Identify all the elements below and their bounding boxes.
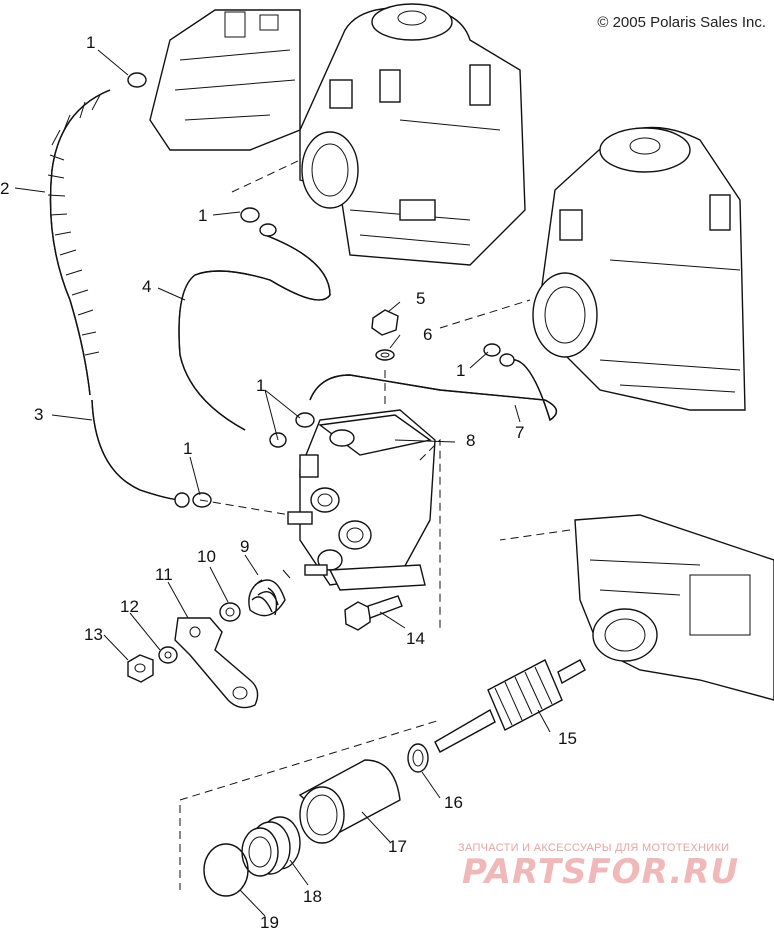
callout-15: 15 bbox=[558, 729, 577, 748]
hose-corrugated bbox=[47, 89, 111, 396]
callout-2: 2 bbox=[0, 179, 10, 198]
callout-1: 1 bbox=[256, 376, 266, 395]
callout-6: 6 bbox=[423, 325, 433, 344]
carburetor-right bbox=[532, 126, 746, 411]
callout-9: 9 bbox=[240, 537, 250, 556]
callout-14: 14 bbox=[406, 629, 425, 648]
watermark-tagline: ЗАПЧАСТИ И АКСЕССУАРЫ ДЛЯ МОТОТЕХНИКИ bbox=[458, 842, 730, 854]
copyright-notice: © 2005 Polaris Sales Inc. bbox=[597, 14, 766, 31]
callout-1: 1 bbox=[198, 206, 208, 225]
callout-4: 4 bbox=[142, 277, 152, 296]
callout-16: 16 bbox=[444, 793, 463, 812]
callout-19: 19 bbox=[260, 913, 279, 932]
callout-3: 3 bbox=[34, 405, 44, 424]
spring bbox=[248, 569, 291, 617]
callout-1: 1 bbox=[456, 361, 466, 380]
hose-3 bbox=[91, 399, 183, 501]
oil-pump bbox=[287, 409, 436, 591]
carburetor-upper bbox=[299, 3, 526, 266]
o-ring-16 bbox=[407, 743, 429, 773]
callout-10: 10 bbox=[197, 547, 216, 566]
assembly-boundary-lines bbox=[179, 159, 571, 890]
cylinder-sleeve bbox=[298, 759, 401, 844]
banjo-bolt-and-washer bbox=[371, 309, 399, 361]
leader-lines bbox=[14, 49, 551, 917]
callout-11: 11 bbox=[155, 565, 173, 584]
washer-12 bbox=[158, 646, 178, 664]
hose-clamps bbox=[127, 72, 515, 508]
callout-1: 1 bbox=[183, 439, 193, 458]
hose-4 bbox=[178, 234, 331, 431]
hose-7 bbox=[309, 359, 558, 422]
drive-shaft-gear bbox=[434, 659, 586, 753]
callout-12: 12 bbox=[120, 597, 139, 616]
callout-18: 18 bbox=[303, 887, 322, 906]
callout-5: 5 bbox=[416, 289, 426, 308]
engine-casing-top bbox=[149, 9, 301, 151]
watermark-logo: PARTSFOR.RU bbox=[462, 852, 740, 892]
bushing bbox=[241, 816, 301, 877]
callout-17: 17 bbox=[388, 837, 407, 856]
engine-block-lower bbox=[574, 514, 774, 701]
callout-13: 13 bbox=[84, 625, 103, 644]
mounting-bolt bbox=[344, 595, 403, 631]
callout-8: 8 bbox=[466, 431, 476, 450]
washer-10 bbox=[219, 602, 241, 622]
callout-1: 1 bbox=[86, 33, 96, 52]
callout-7: 7 bbox=[515, 423, 525, 442]
o-ring-19 bbox=[203, 843, 249, 897]
nut bbox=[127, 654, 154, 683]
pump-lever bbox=[174, 617, 259, 709]
